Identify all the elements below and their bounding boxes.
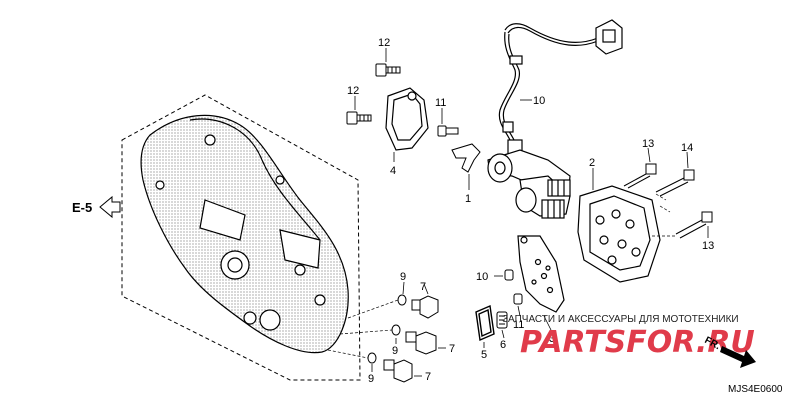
part-label-12a: 12 xyxy=(378,37,390,49)
part-label-5: 5 xyxy=(481,349,487,361)
part-label-14: 14 xyxy=(681,142,693,154)
part-label-4: 4 xyxy=(390,165,396,177)
part-label-7a: 7 xyxy=(420,281,426,293)
dowel-10-bottom xyxy=(513,293,523,305)
clip-1 xyxy=(451,143,481,173)
bolt-13-top xyxy=(623,163,657,189)
part-label-9b: 9 xyxy=(392,345,398,357)
part-label-7b: 7 xyxy=(449,343,455,355)
connector-plug xyxy=(595,19,623,55)
sensor-7-middle xyxy=(391,324,437,355)
solenoid-valves xyxy=(487,149,571,219)
watermark-tagline: ЗАПЧАСТИ И АКСЕССУАРЫ ДЛЯ МОТОТЕХНИКИ xyxy=(502,314,739,325)
bolt-14 xyxy=(655,169,695,197)
filter-6 xyxy=(496,311,508,329)
bolt-12-top xyxy=(375,63,401,77)
e5-reference-label: E-5 xyxy=(72,200,92,215)
bolt-12-second xyxy=(346,111,372,125)
bolt-11 xyxy=(437,125,459,137)
part-label-7c: 7 xyxy=(425,371,431,383)
dowel-10-top xyxy=(504,269,514,281)
front-arrow xyxy=(720,346,756,368)
gasket-5 xyxy=(475,304,495,342)
diagram-code: MJS4E0600 xyxy=(728,384,783,395)
sensor-dashes xyxy=(327,299,399,359)
watermark-logo: PARTSFOR.RU xyxy=(520,325,755,360)
cover-dashed-outline xyxy=(121,94,361,381)
part-label-3: 3 xyxy=(549,333,555,345)
part-label-9c: 9 xyxy=(368,373,374,385)
part-label-2: 2 xyxy=(589,157,595,169)
leader-dashes xyxy=(652,193,676,237)
part-label-1: 1 xyxy=(465,193,471,205)
part-label-8: 10 xyxy=(533,95,545,107)
part-label-11: 11 xyxy=(435,97,446,109)
wire-harness-8 xyxy=(498,23,599,155)
part-label-6: 6 xyxy=(500,339,506,351)
crankcase-cover xyxy=(140,114,349,354)
part-label-12b: 12 xyxy=(347,85,359,97)
bolt-13-bottom xyxy=(675,211,713,239)
valve-body-2 xyxy=(577,185,661,283)
sensor-7-top xyxy=(397,294,439,319)
part-label-13b: 13 xyxy=(702,240,714,252)
part-label-9a: 9 xyxy=(400,271,406,283)
sensor-7-bottom xyxy=(367,352,413,383)
e5-reference-arrow xyxy=(99,195,121,219)
part-label-10a: 10 xyxy=(476,271,488,283)
part-label-10b: 11 xyxy=(513,319,524,331)
bracket-4 xyxy=(385,87,429,151)
part-label-13a: 13 xyxy=(642,138,654,150)
separator-plate-3 xyxy=(517,235,565,313)
